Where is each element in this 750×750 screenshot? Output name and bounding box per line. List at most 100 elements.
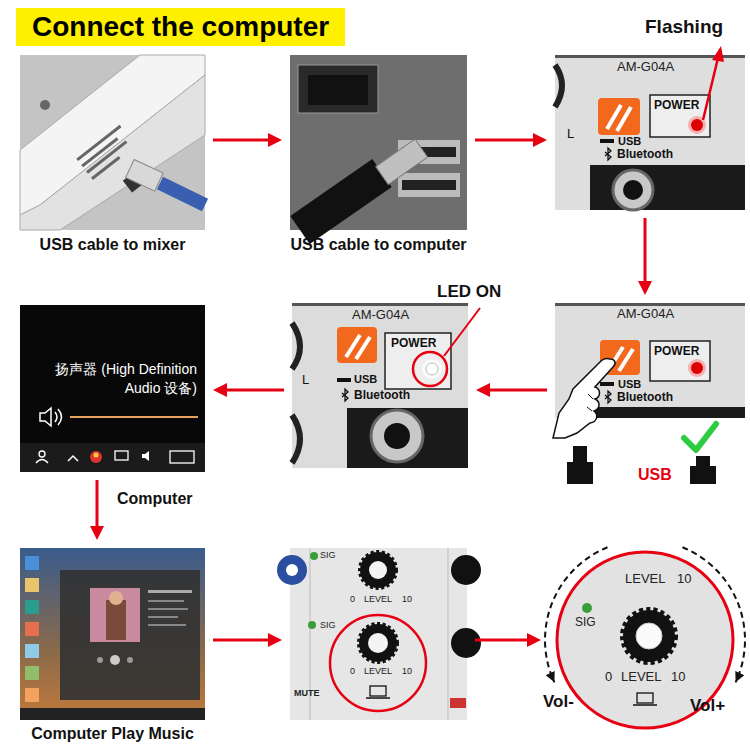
flow-arrow	[476, 383, 547, 397]
title-banner: Connect the computer	[16, 8, 345, 46]
arrow-line	[96, 480, 99, 528]
sound-settings-screen	[115, 451, 128, 460]
panel-text: Bluetooth	[617, 148, 673, 162]
led-leader	[444, 308, 480, 356]
arrow-head	[268, 133, 282, 147]
mixer-panel-photo	[342, 389, 348, 401]
flow-arrow	[213, 383, 284, 397]
mixer-panel-photo	[605, 148, 611, 160]
mixer-knob-photo	[366, 697, 390, 699]
panel-text: Computer	[117, 490, 193, 508]
sound-settings-screen	[90, 451, 102, 463]
photo-panel: SIG0LEVEL10SIG0LEVEL10MUTE	[290, 548, 467, 720]
mixer-knob-photo	[310, 552, 318, 560]
photo-panel: USB cable to mixer	[20, 55, 205, 230]
sound-settings-screen	[170, 451, 194, 463]
desktop-screenshot	[106, 600, 126, 640]
panel-text: AM-G04A	[617, 307, 674, 322]
desktop-screenshot	[110, 655, 120, 665]
flow-arrow	[475, 633, 541, 647]
mixer-panel-photo	[292, 303, 468, 306]
switch-icons	[573, 446, 587, 464]
flow-arrow	[90, 480, 104, 540]
desktop-screenshot	[25, 644, 39, 658]
arrow-line	[488, 389, 547, 392]
volume-arcs	[545, 547, 745, 682]
switch-icons	[567, 424, 716, 484]
screen-panel: Computer Play Music	[20, 548, 205, 720]
mixer-panel-photo	[346, 335, 370, 359]
arrow-head	[527, 633, 541, 647]
mixer-knob-photo	[290, 548, 467, 720]
panel-text: POWER	[391, 337, 436, 351]
arrow-head	[90, 526, 104, 540]
mixer-panel-photo	[347, 408, 468, 468]
arrow-line	[644, 218, 647, 283]
panel-text: LEVEL	[625, 572, 665, 587]
mixer-panel-photo	[688, 359, 706, 377]
desktop-screenshot	[25, 622, 39, 636]
desktop-screenshot	[20, 548, 205, 720]
panel-text: 0	[605, 670, 612, 685]
mixer-panel-photo	[598, 98, 640, 135]
mixer-panel-photo	[553, 303, 745, 438]
desktop-screenshot	[60, 570, 200, 700]
panel-text: 0	[350, 666, 355, 676]
mixer-knob-photo	[368, 633, 388, 653]
volume-label: Vol-	[543, 692, 574, 712]
callout-label: LED ON	[437, 282, 501, 302]
mixer-panel-photo	[413, 352, 447, 386]
mode-label: USB	[638, 466, 672, 484]
panel-text: L	[567, 127, 574, 142]
sound-settings-screen	[70, 416, 198, 418]
switch-icons	[684, 424, 716, 450]
panel-text: Bluetooth	[354, 389, 410, 403]
arrow-line	[213, 139, 270, 142]
panel-text: MUTE	[294, 688, 320, 698]
mixer-panel-photo	[650, 341, 710, 381]
panel-caption: USB cable to mixer	[40, 236, 186, 254]
mixer-back-photo	[76, 125, 136, 180]
panel-text: 10	[402, 666, 412, 676]
mixer-back-photo	[91, 156, 120, 180]
volume-arcs	[546, 671, 555, 682]
computer-port-photo	[290, 55, 467, 230]
mixer-panel-photo	[292, 303, 468, 468]
zoomed-knob	[623, 610, 675, 662]
mixer-panel-photo	[613, 170, 653, 210]
panel-text: LEVEL	[364, 594, 392, 604]
mixer-panel-photo	[292, 323, 300, 369]
mixer-panel-photo	[623, 180, 643, 200]
panel-text: 10	[671, 670, 685, 685]
sound-settings-screen	[20, 305, 205, 472]
mixer-knob-photo	[451, 555, 481, 585]
arrow-head	[638, 281, 652, 295]
zoomed-knob	[633, 704, 657, 706]
switch-icons	[696, 456, 710, 467]
mixer-panel-photo	[600, 382, 614, 386]
flow-arrow	[638, 218, 652, 295]
mixer-panel-photo	[607, 105, 631, 131]
desktop-screenshot	[25, 688, 39, 702]
mixer-panel-photo	[337, 378, 351, 382]
callout-label: Flashing	[645, 16, 723, 38]
panel-text: 10	[677, 572, 691, 587]
panel-text: SIG	[320, 620, 336, 630]
mixer-panel-photo	[555, 65, 562, 107]
mixer-knob-photo	[448, 548, 449, 720]
panel-text: 10	[402, 594, 412, 604]
led-leader	[703, 58, 718, 120]
panel-text: USB	[354, 373, 377, 386]
desktop-screenshot	[148, 590, 192, 593]
panel-text: AM-G04A	[617, 60, 674, 75]
zoomed-knob	[557, 552, 733, 728]
sound-settings-screen	[94, 453, 99, 458]
flow-arrow	[213, 133, 282, 147]
panel-text: 0	[350, 594, 355, 604]
panel-text: USB	[618, 378, 641, 391]
mixer-panel-photo	[292, 415, 300, 463]
mixer-panel-photo	[292, 303, 468, 468]
mixer-panel-photo	[371, 410, 423, 462]
zoomed-knob	[557, 552, 733, 728]
computer-port-photo	[398, 173, 460, 197]
